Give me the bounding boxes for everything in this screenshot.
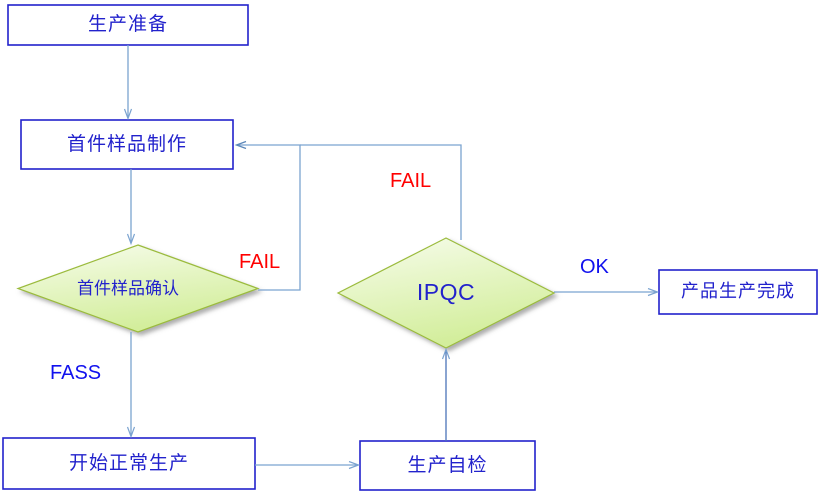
node-shape-selfcheck[interactable] (359, 440, 536, 491)
edge-ipqc-fail-back (300, 144, 462, 240)
edge-label-fail-ipqc: FAIL (390, 170, 432, 192)
edge-label-fail-confirm: FAIL (239, 251, 281, 273)
node-shape-sample[interactable] (20, 119, 234, 170)
node-shape-confirm[interactable] (16, 244, 260, 333)
node-shape-prep[interactable] (7, 4, 249, 46)
node-shape-done[interactable] (658, 269, 818, 315)
edge-confirm-fail-back (237, 145, 301, 291)
node-shape-ipqc[interactable] (336, 237, 556, 349)
edge-label-fass: FASS (50, 362, 102, 384)
node-shape-normal[interactable] (2, 437, 256, 490)
edge-label-ok: OK (580, 256, 609, 278)
